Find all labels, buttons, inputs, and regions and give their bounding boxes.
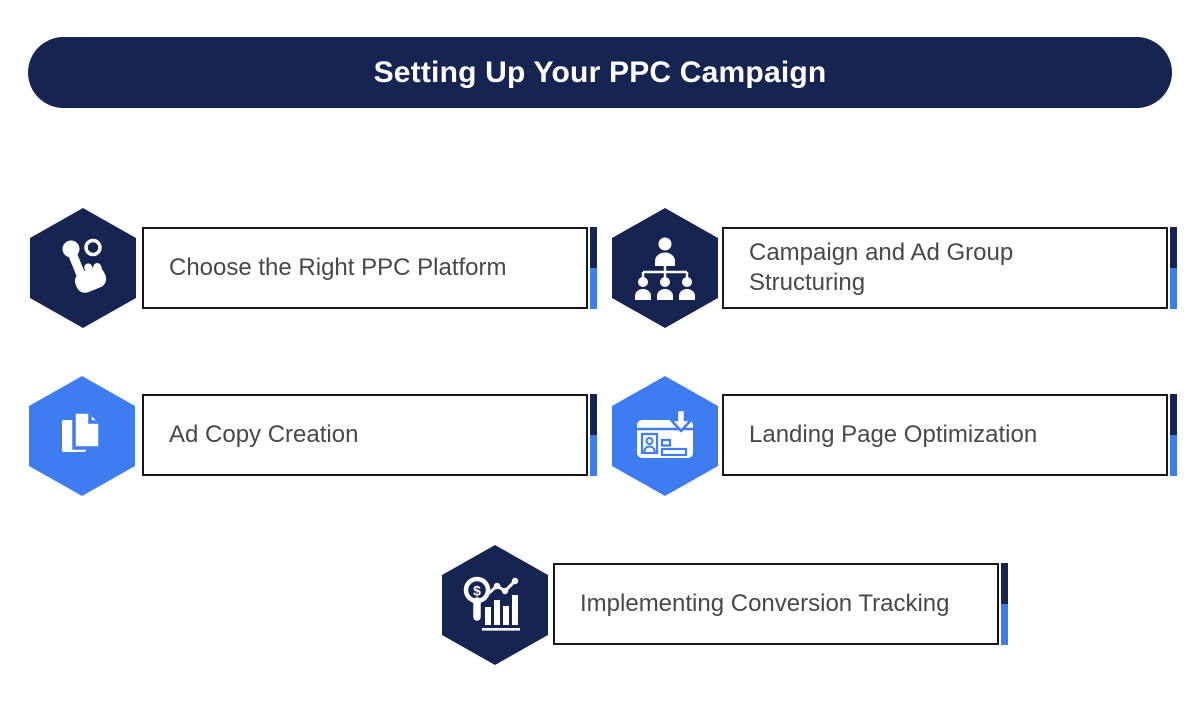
page-title: Setting Up Your PPC Campaign bbox=[373, 55, 827, 89]
step-label-box: Campaign and Ad Group Structuring bbox=[722, 227, 1177, 309]
step-label: Campaign and Ad Group Structuring bbox=[749, 239, 1014, 296]
dollar-sign-glyph: $ bbox=[473, 583, 481, 599]
step-label-box: Ad Copy Creation bbox=[142, 394, 597, 476]
header-banner: Setting Up Your PPC Campaign bbox=[28, 37, 1172, 108]
accent-bar bbox=[590, 227, 597, 309]
landing-page-download-icon bbox=[612, 376, 718, 496]
step-label: Landing Page Optimization bbox=[749, 421, 1038, 448]
accent-bar bbox=[1001, 563, 1008, 645]
step-label-box: Landing Page Optimization bbox=[722, 394, 1177, 476]
step-label: Ad Copy Creation bbox=[169, 421, 359, 448]
step-label: Choose the Right PPC Platform bbox=[169, 254, 507, 281]
copy-documents-icon bbox=[29, 376, 135, 496]
conversion-analytics-icon: $ bbox=[442, 545, 548, 665]
accent-bar bbox=[590, 394, 597, 476]
accent-bar bbox=[1170, 394, 1177, 476]
click-select-icon bbox=[30, 208, 136, 328]
accent-bar bbox=[1170, 227, 1177, 309]
step-label-box: Choose the Right PPC Platform bbox=[142, 227, 597, 309]
step-label-box: Implementing Conversion Tracking bbox=[553, 563, 1008, 645]
step-label: Implementing Conversion Tracking bbox=[580, 590, 950, 617]
org-hierarchy-icon bbox=[612, 208, 718, 328]
